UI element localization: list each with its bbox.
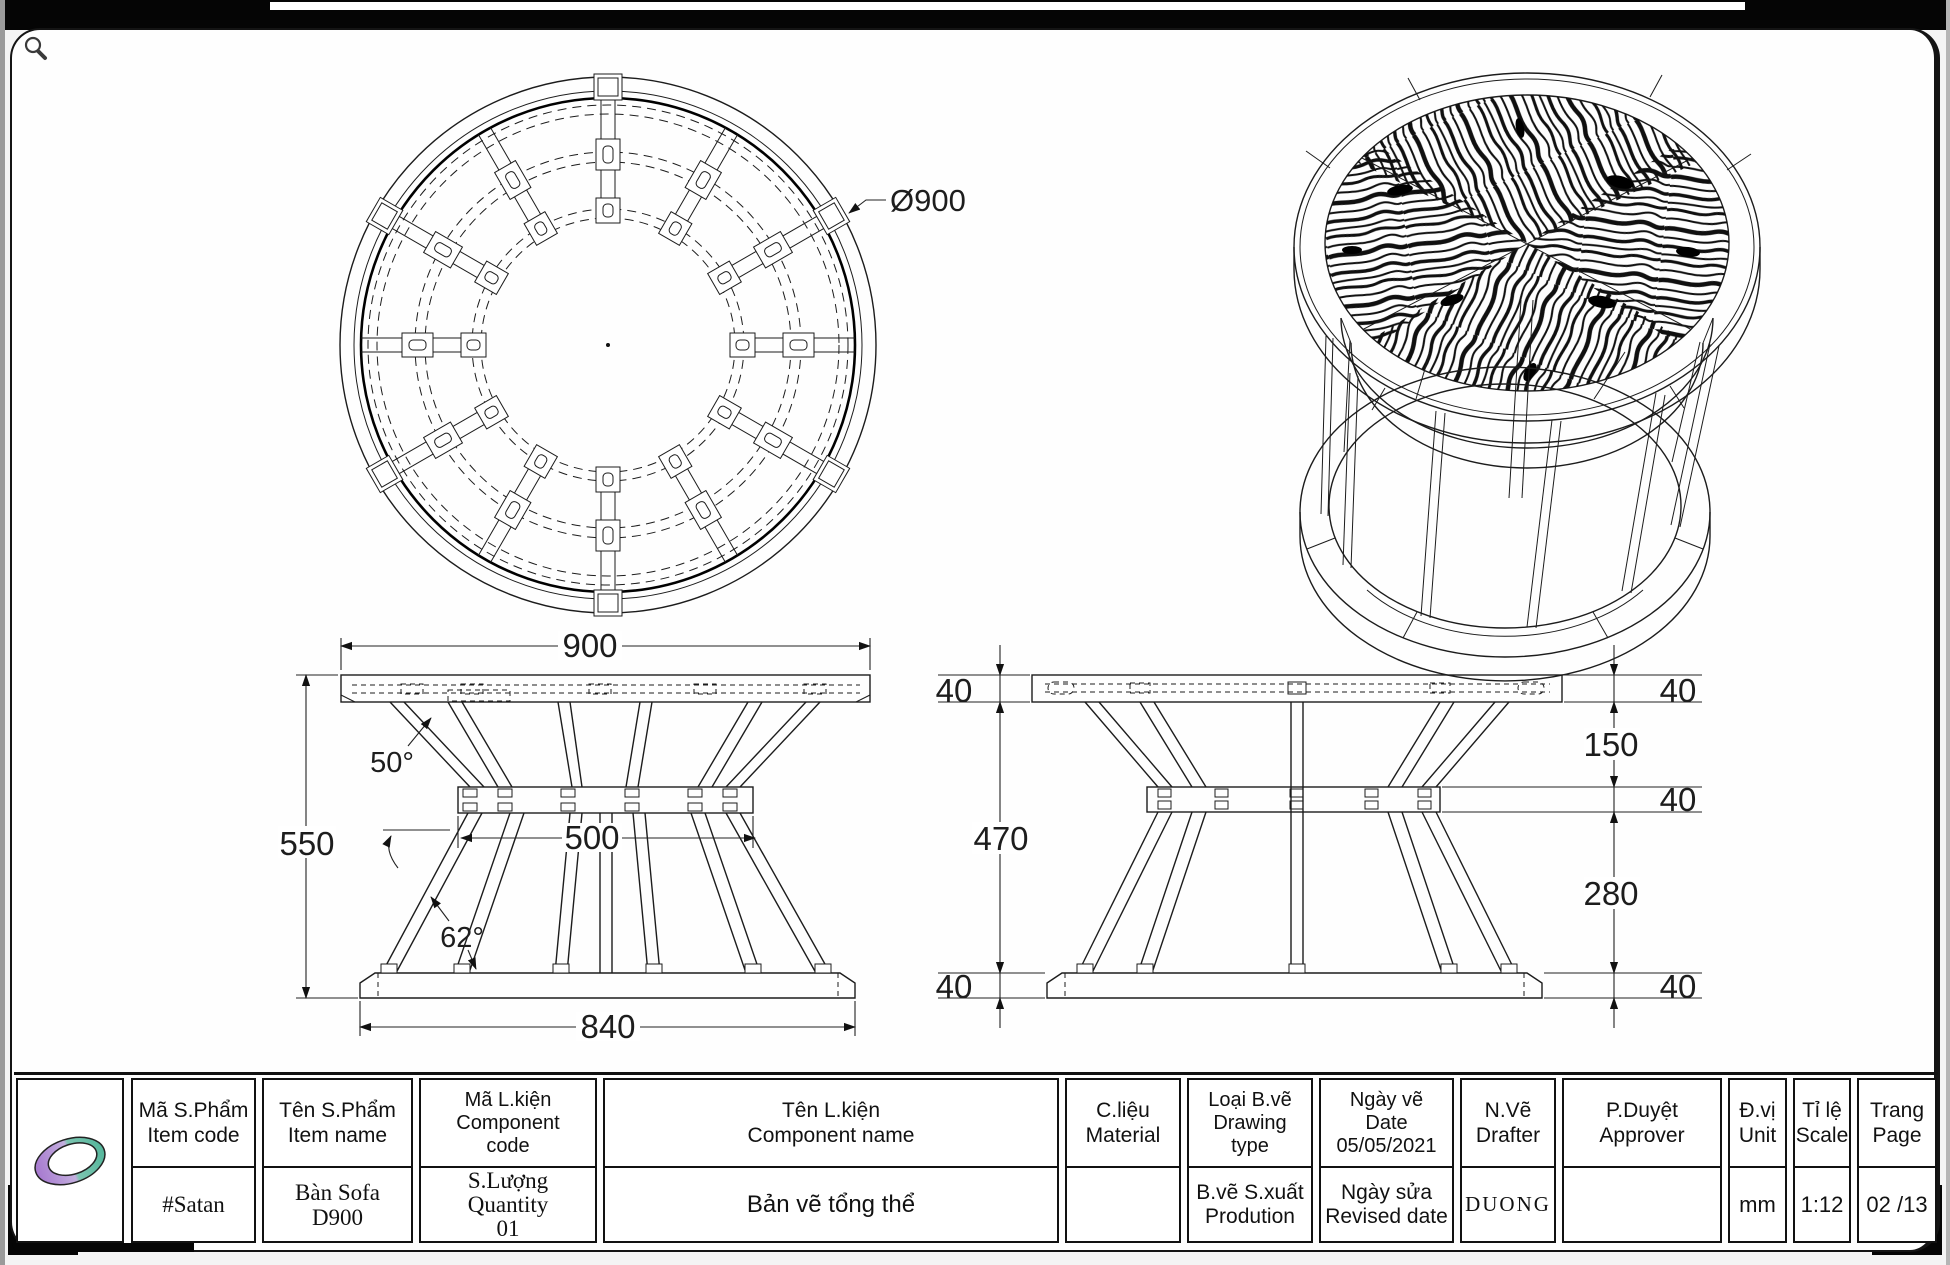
company-logo [18, 1080, 122, 1241]
titleblock-logo-cell [16, 1078, 124, 1243]
component-name-value: Bản vẽ tổng thể [746, 1191, 916, 1218]
material-value [1067, 1168, 1179, 1241]
top-view-drawing: Ø900 [339, 73, 966, 617]
dim-front-angle-upper: 50° [370, 747, 414, 779]
dim-side-top-thickness-right: 40 [1660, 672, 1697, 709]
dim-front-width-bottom: 840 [580, 1008, 635, 1045]
dim-side-bottom-thickness-right: 40 [1660, 968, 1697, 1005]
titleblock-top-border [14, 1072, 1938, 1075]
component-code-header: Mã L.kiện Component code [421, 1080, 595, 1168]
dim-side-height-left: 470 [973, 820, 1028, 857]
bottom-border-bar [12, 1243, 194, 1252]
drafter-value: DUONG [1465, 1192, 1551, 1216]
dim-side-top-thickness-left: 40 [936, 672, 973, 709]
top-white-strip [270, 2, 1745, 10]
item-code-value: #Satan [162, 1192, 225, 1217]
dim-front-width-mid: 500 [564, 819, 619, 856]
scale-value: 1:12 [1800, 1192, 1844, 1217]
isometric-view-drawing [1293, 72, 1761, 682]
side-elevation-drawing: 40 470 40 40 150 40 280 40 [936, 645, 1702, 1028]
right-edge-strip [1946, 0, 1950, 1265]
front-elevation-drawing: 900 550 500 50° 62° [278, 627, 871, 1045]
component-code-value: S.Lượng Quantity 01 [467, 1167, 549, 1241]
drawing-type-header: Loại B.vẽ Drawing type [1189, 1080, 1311, 1168]
dim-side-lower-gap-right: 280 [1583, 875, 1638, 912]
unit-value: mm [1739, 1192, 1776, 1217]
date-header: Ngày vẽ Date 05/05/2021 [1321, 1080, 1452, 1168]
dim-side-ring-thickness-right: 40 [1660, 781, 1697, 818]
dim-top-view-diameter: Ø900 [890, 183, 966, 218]
dim-front-height: 550 [279, 825, 334, 862]
page-value: 02 /13 [1866, 1192, 1928, 1217]
search-icon[interactable] [22, 34, 50, 62]
dim-front-angle-lower: 62° [440, 922, 484, 954]
left-edge-strip [0, 0, 5, 1265]
titleblock-col-component-code: Mã L.kiện Component code S.Lượng Quantit… [419, 1078, 597, 1243]
dim-front-width-top: 900 [562, 627, 617, 664]
approver-value [1564, 1168, 1720, 1241]
dim-side-bottom-thickness-left: 40 [936, 968, 973, 1005]
dim-side-upper-gap-right: 150 [1583, 726, 1638, 763]
